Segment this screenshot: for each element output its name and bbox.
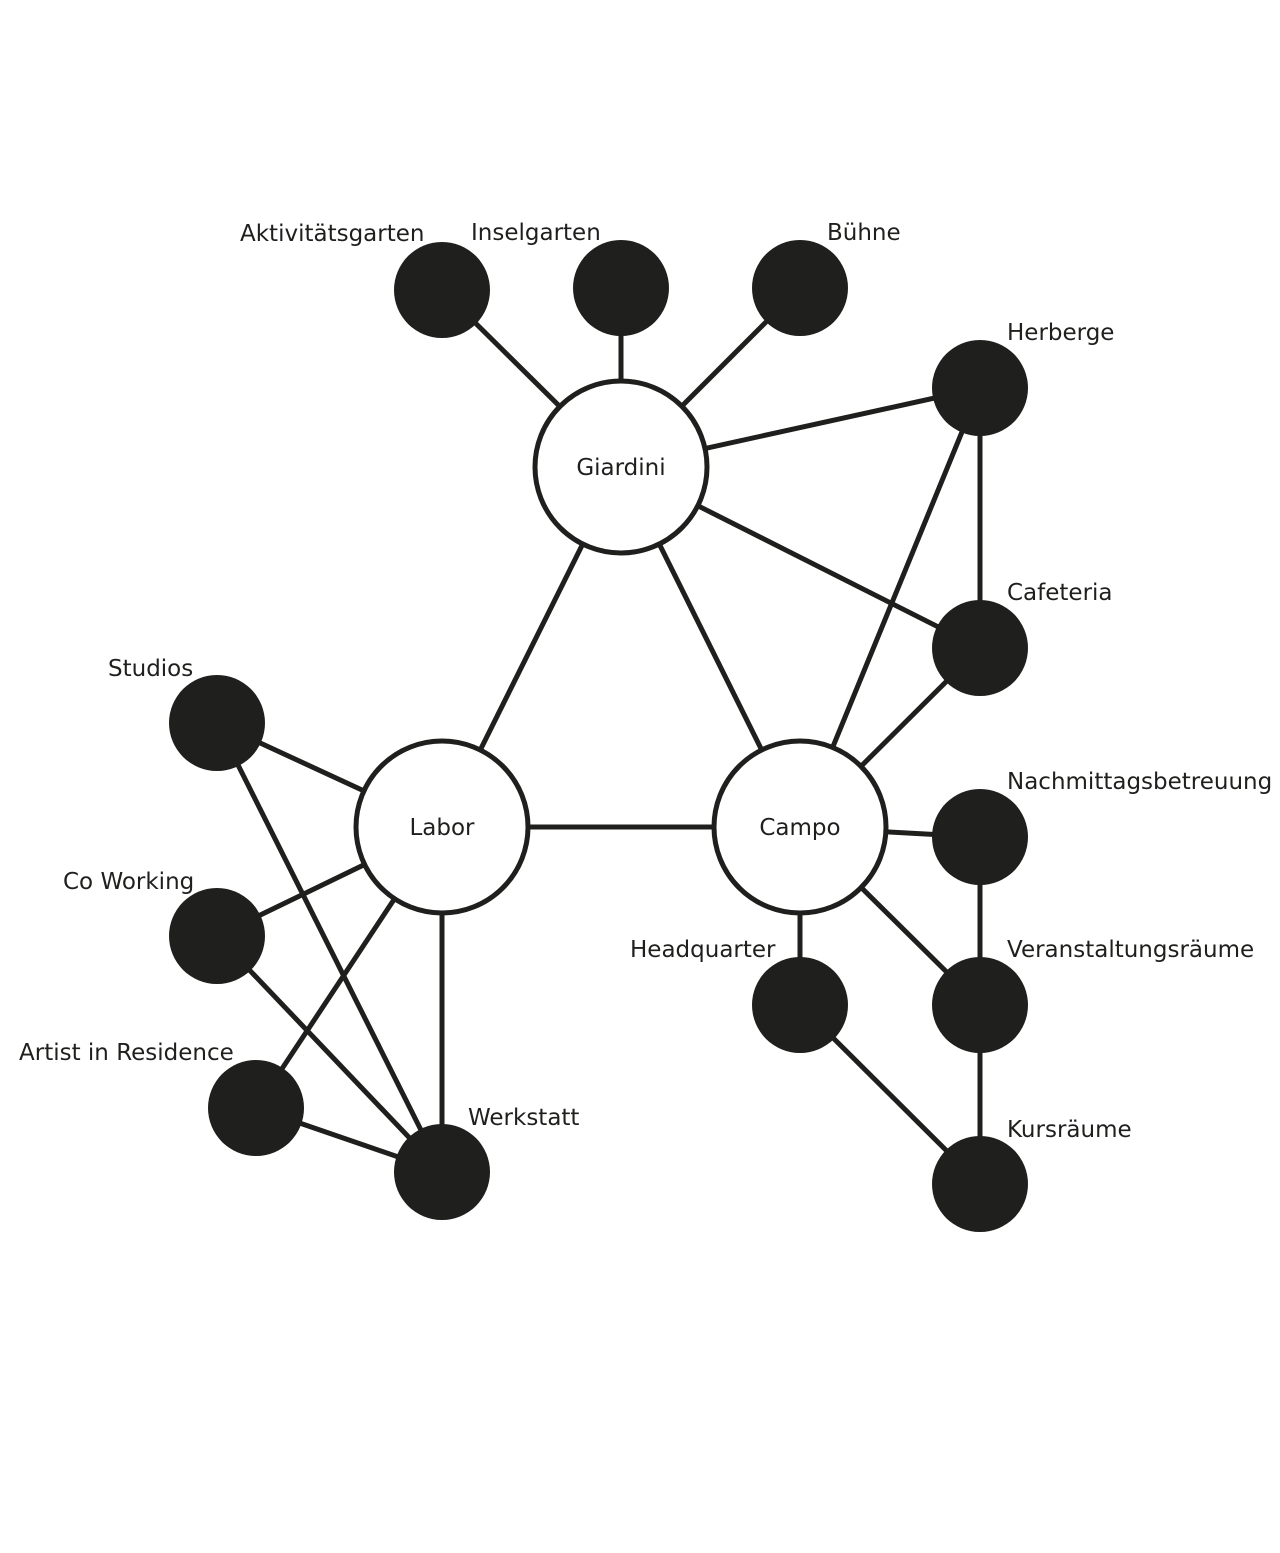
node-aktivitaetsgarten (394, 242, 490, 338)
label-artist-in-residence: Artist in Residence (19, 1040, 234, 1066)
hub-campo (711, 738, 889, 916)
node-kursraeume (932, 1136, 1028, 1232)
label-cafeteria: Cafeteria (1007, 580, 1113, 606)
hub-label-campo: Campo (759, 815, 840, 841)
label-kursraeume: Kursräume (1007, 1117, 1132, 1143)
edge-studios-werkstatt (214, 721, 445, 1174)
node-artist-in-residence (208, 1060, 304, 1156)
label-buehne: Bühne (827, 220, 901, 246)
node-nachmittagsbetreuung (932, 789, 1028, 885)
node-werkstatt (394, 1124, 490, 1220)
node-cafeteria (932, 600, 1028, 696)
hub-giardini (532, 378, 710, 556)
label-nachmittagsbetreuung: Nachmittagsbetreuung (1007, 769, 1272, 795)
node-veranstaltungsraeume (932, 957, 1028, 1053)
diagram-labels: Aktivitätsgarten Inselgarten BühneHerberge… (19, 220, 1272, 1143)
hub-labor (353, 738, 531, 916)
node-inselgarten (573, 240, 669, 336)
label-inselgarten: Inselgarten (471, 220, 601, 246)
edge-co-working-werkstatt (215, 934, 444, 1174)
diagram-nodes (169, 240, 1028, 1232)
label-veranstaltungsraeume: Veranstaltungsräume (1007, 937, 1254, 963)
label-studios: Studios (108, 656, 193, 682)
label-werkstatt: Werkstatt (468, 1105, 579, 1131)
label-headquarter: Headquarter (630, 937, 776, 963)
label-aktivitaetsgarten: Aktivitätsgarten (240, 221, 424, 247)
node-headquarter (752, 957, 848, 1053)
node-co-working (169, 888, 265, 984)
label-co-working: Co Working (63, 869, 194, 895)
node-herberge (932, 340, 1028, 436)
hub-label-labor: Labor (409, 815, 475, 841)
label-herberge: Herberge (1007, 320, 1114, 346)
hub-label-giardini: Giardini (576, 455, 665, 481)
node-buehne (752, 240, 848, 336)
node-studios (169, 675, 265, 771)
